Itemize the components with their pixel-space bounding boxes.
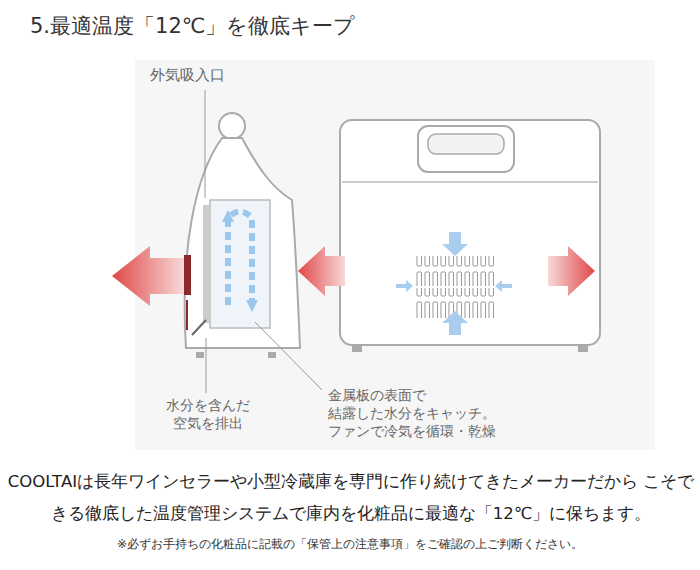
note: ※必ずお手持ちの化粧品に記載の「保管上の注意事項」をご確認の上ご判断ください。 — [0, 536, 700, 553]
leader-line — [255, 322, 322, 390]
part-label: 金属板の表面で 結露した水分をキャッチ。 ファンで冷気を循環・乾燥 — [328, 386, 518, 441]
front-view — [298, 120, 600, 352]
part-label: 水分を含んだ 空気を排出 — [160, 396, 256, 432]
side-view — [112, 90, 322, 393]
part-label: 外気吸入口 — [150, 66, 225, 86]
leader-line — [205, 90, 206, 198]
title: 5.最適温度「12℃」を徹底キープ — [30, 12, 355, 40]
leader-line — [206, 338, 207, 393]
background-panel — [135, 60, 655, 450]
caption: COOLTAIは長年ワインセラーや小型冷蔵庫を専門に作り続けてきたメーカーだから… — [6, 466, 696, 530]
